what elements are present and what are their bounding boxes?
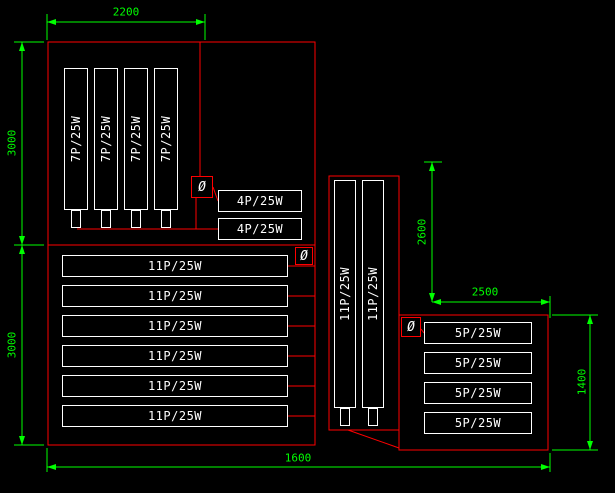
- lamp-stub: [101, 210, 111, 228]
- red-outlines: [47, 41, 549, 451]
- fixture-7p-1-label: 7P/25W: [69, 115, 84, 163]
- lamp-stub: [131, 210, 141, 228]
- fixture-7p-4: 7P/25W: [154, 68, 178, 210]
- breaker-symbol-1-glyph: Ø: [198, 179, 206, 195]
- dim-right-height: 1400: [575, 368, 589, 396]
- red-wiring-diagonals: [212, 186, 425, 449]
- fixture-7p-3: 7P/25W: [124, 68, 148, 210]
- breaker-symbol-1: Ø: [191, 176, 213, 198]
- fixture-5p-2: 5P/25W: [424, 352, 532, 374]
- dim-right-width: 2500: [471, 285, 499, 299]
- breaker-symbol-3: Ø: [401, 317, 421, 337]
- lamp-stub: [161, 210, 171, 228]
- dimension-lines: [14, 14, 598, 472]
- fixture-11p-h-4: 11P/25W: [62, 345, 288, 367]
- dim-left-upper: 3000: [5, 129, 19, 157]
- dim-middle-height: 2600: [415, 218, 429, 246]
- dim-bottom-width: 1600: [284, 451, 312, 465]
- fixture-11p-h-2: 11P/25W: [62, 285, 288, 307]
- fixture-7p-2-label: 7P/25W: [99, 115, 114, 163]
- dim-top-width: 2200: [112, 5, 140, 19]
- fixture-11p-v-1: 11P/25W: [334, 180, 356, 408]
- fixture-11p-h-1: 11P/25W: [62, 255, 288, 277]
- fixture-5p-3: 5P/25W: [424, 382, 532, 404]
- fixture-4p-1: 4P/25W: [218, 190, 302, 212]
- fixture-11p-v-2: 11P/25W: [362, 180, 384, 408]
- lamp-stub: [71, 210, 81, 228]
- lamp-stub: [340, 408, 350, 426]
- fixture-7p-4-label: 7P/25W: [159, 115, 174, 163]
- fixture-11p-v-2-label: 11P/25W: [366, 266, 381, 322]
- fixture-7p-3-label: 7P/25W: [129, 115, 144, 163]
- fixture-11p-h-6: 11P/25W: [62, 405, 288, 427]
- fixture-4p-2: 4P/25W: [218, 218, 302, 240]
- lamp-stub: [368, 408, 378, 426]
- fixture-11p-v-1-label: 11P/25W: [338, 266, 353, 322]
- dim-left-lower: 3000: [5, 331, 19, 359]
- breaker-symbol-2-glyph: Ø: [300, 248, 308, 264]
- fixture-11p-h-3: 11P/25W: [62, 315, 288, 337]
- fixture-7p-2: 7P/25W: [94, 68, 118, 210]
- fixture-5p-1: 5P/25W: [424, 322, 532, 344]
- fixture-7p-1: 7P/25W: [64, 68, 88, 210]
- fixture-11p-h-5: 11P/25W: [62, 375, 288, 397]
- fixture-5p-4: 5P/25W: [424, 412, 532, 434]
- dimension-arrows: [19, 19, 593, 470]
- breaker-symbol-3-glyph: Ø: [407, 319, 415, 335]
- breaker-symbol-2: Ø: [295, 247, 313, 265]
